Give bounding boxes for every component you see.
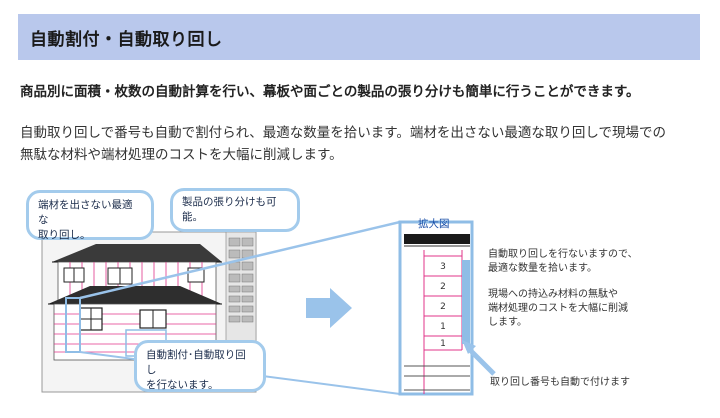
callout-split-text: 製品の張り分けも可能。 [182, 196, 277, 223]
callout-auto-line-1: 自動割付･自動取り回し [146, 349, 246, 376]
description: 自動取り回しで番号も自動で割付られ、最適な数量を拾います。端材を出さない最適な取… [20, 122, 700, 166]
note-optimal-quantity: 自動取り回しを行ないますので、 最適な数量を拾います。 [488, 248, 688, 276]
lead-text: 商品別に面積・枚数の自動計算を行い、幕板や面ごとの製品の張り分けも簡単に行うこと… [20, 84, 640, 100]
callout-bubble-split: 製品の張り分けも可能。 [170, 188, 300, 232]
pointer-arrow-icon [462, 340, 496, 376]
section-title: 自動割付・自動取り回し [30, 29, 223, 50]
panel-number-3: 2 [440, 302, 446, 312]
note-cost-reduction: 現場への持込み材料の無駄や 端材処理のコストを大幅に削減 します。 [488, 288, 688, 330]
callout-bubble-offcut: 端材を出さない最適な 取り回し。 [26, 190, 154, 241]
note-auto-numbering: 取り回し番号も自動で付けます [490, 377, 630, 388]
zoom-title: 拡大図 [418, 218, 450, 230]
callout-bubble-auto: 自動割付･自動取り回し を行ないます。 [134, 340, 266, 392]
panel-number-5: 1 [440, 339, 446, 349]
callout-offcut-line-2: 取り回し。 [38, 229, 91, 241]
note-2-line-1: 現場への持込み材料の無駄や [488, 289, 618, 300]
section-header: 自動割付・自動取り回し [18, 14, 700, 60]
zoom-view: 3 2 2 1 1 [398, 220, 474, 396]
callout-auto-line-2: を行ないます。 [146, 379, 219, 391]
note-1-line-2: 最適な数量を拾います。 [488, 263, 597, 274]
note-2-line-3: します。 [488, 317, 527, 328]
feature-figure: 3 2 2 1 1 端材を出さない最適な 取り回し。 製品の張り分けも可能。 自… [0, 180, 720, 418]
callout-offcut-line-1: 端材を出さない最適な [38, 199, 133, 226]
note-2-line-2: 端材処理のコストを大幅に削減 [488, 303, 628, 314]
description-line-2: 無駄な材料や端材処理のコストを大幅に削減します。 [20, 147, 343, 163]
right-arrow-icon [306, 288, 352, 328]
description-line-1: 自動取り回しで番号も自動で割付られ、最適な数量を拾います。端材を出さない最適な取… [20, 125, 666, 141]
note-1-line-1: 自動取り回しを行ないますので、 [488, 249, 638, 260]
panel-number-1: 3 [440, 262, 446, 272]
panel-number-2: 2 [440, 282, 446, 292]
panel-number-4: 1 [440, 322, 446, 332]
